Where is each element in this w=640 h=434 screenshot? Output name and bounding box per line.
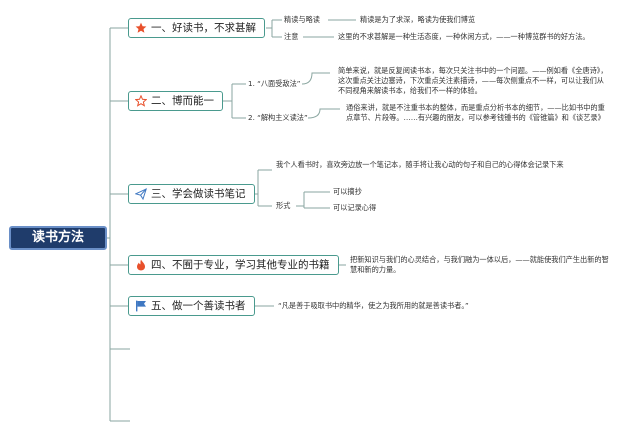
node-note-text: 这里的不求甚解是一种生活态度，一种休闲方式，——一种博览群书的好方法。 <box>338 32 590 41</box>
flag-icon <box>135 300 147 312</box>
branch-beyond-major[interactable]: 四、不囿于专业，学习其他专业的书籍 <box>128 255 339 275</box>
branch-title: 五、做一个善读书者 <box>151 299 246 312</box>
branch-good-reader[interactable]: 五、做一个善读书者 <box>128 296 255 316</box>
branch-title: 一、好读书，不求甚解 <box>151 21 256 34</box>
branch-broad-focus[interactable]: 二、博而能一 <box>128 91 223 111</box>
flame-icon <box>135 259 147 271</box>
node-form-excerpt[interactable]: 可以摘抄 <box>333 187 362 196</box>
node-form-reflection[interactable]: 可以记录心得 <box>333 203 377 212</box>
node-eight-sides-text: 简单来说，就是反复阅读书本，每次只关注书中的一个问题。——例如看《全唐诗》，这次… <box>338 66 608 95</box>
node-deconstruction-method[interactable]: 2. “解构主义读法” <box>248 113 308 122</box>
node-deconstruction-text: 通俗来讲，就是不注重书本的整体，而是重点分析书本的细节，——比如书中的重点章节、… <box>346 103 605 122</box>
branch-title: 二、博而能一 <box>151 94 214 107</box>
node-beyond-major-text: 把新知识与我们的心灵结合，与我们融为一体以后，——就能使我们产生出新的智慧和新的… <box>350 255 609 274</box>
node-notes-intro: 我个人看书时，喜欢旁边放一个笔记本，随手将让我心动的句子和自己的心得体会记录下来 <box>276 160 564 169</box>
root-topic[interactable]: 读书方法 <box>9 226 107 250</box>
star-outline-icon <box>134 94 148 107</box>
branch-title: 三、学会做读书笔记 <box>151 187 246 200</box>
node-form[interactable]: 形式 <box>276 201 291 210</box>
branch-good-reading[interactable]: 一、好读书，不求甚解 <box>128 18 265 38</box>
node-intensive-reading-text: 精读是为了求深，略读为使我们博览 <box>360 15 476 24</box>
node-good-reader-quote: “凡是善于吸取书中的精华，使之为我所用的就是善读书者。” <box>278 301 469 310</box>
node-note[interactable]: 注意 <box>284 32 299 41</box>
star-icon <box>135 22 147 34</box>
node-eight-sides-method[interactable]: 1. “八面受敌法” <box>248 79 301 88</box>
node-intensive-reading[interactable]: 精读与略读 <box>284 15 320 24</box>
branch-title: 四、不囿于专业，学习其他专业的书籍 <box>151 258 330 271</box>
paper-plane-icon <box>134 188 148 201</box>
branch-reading-notes[interactable]: 三、学会做读书笔记 <box>128 184 255 204</box>
